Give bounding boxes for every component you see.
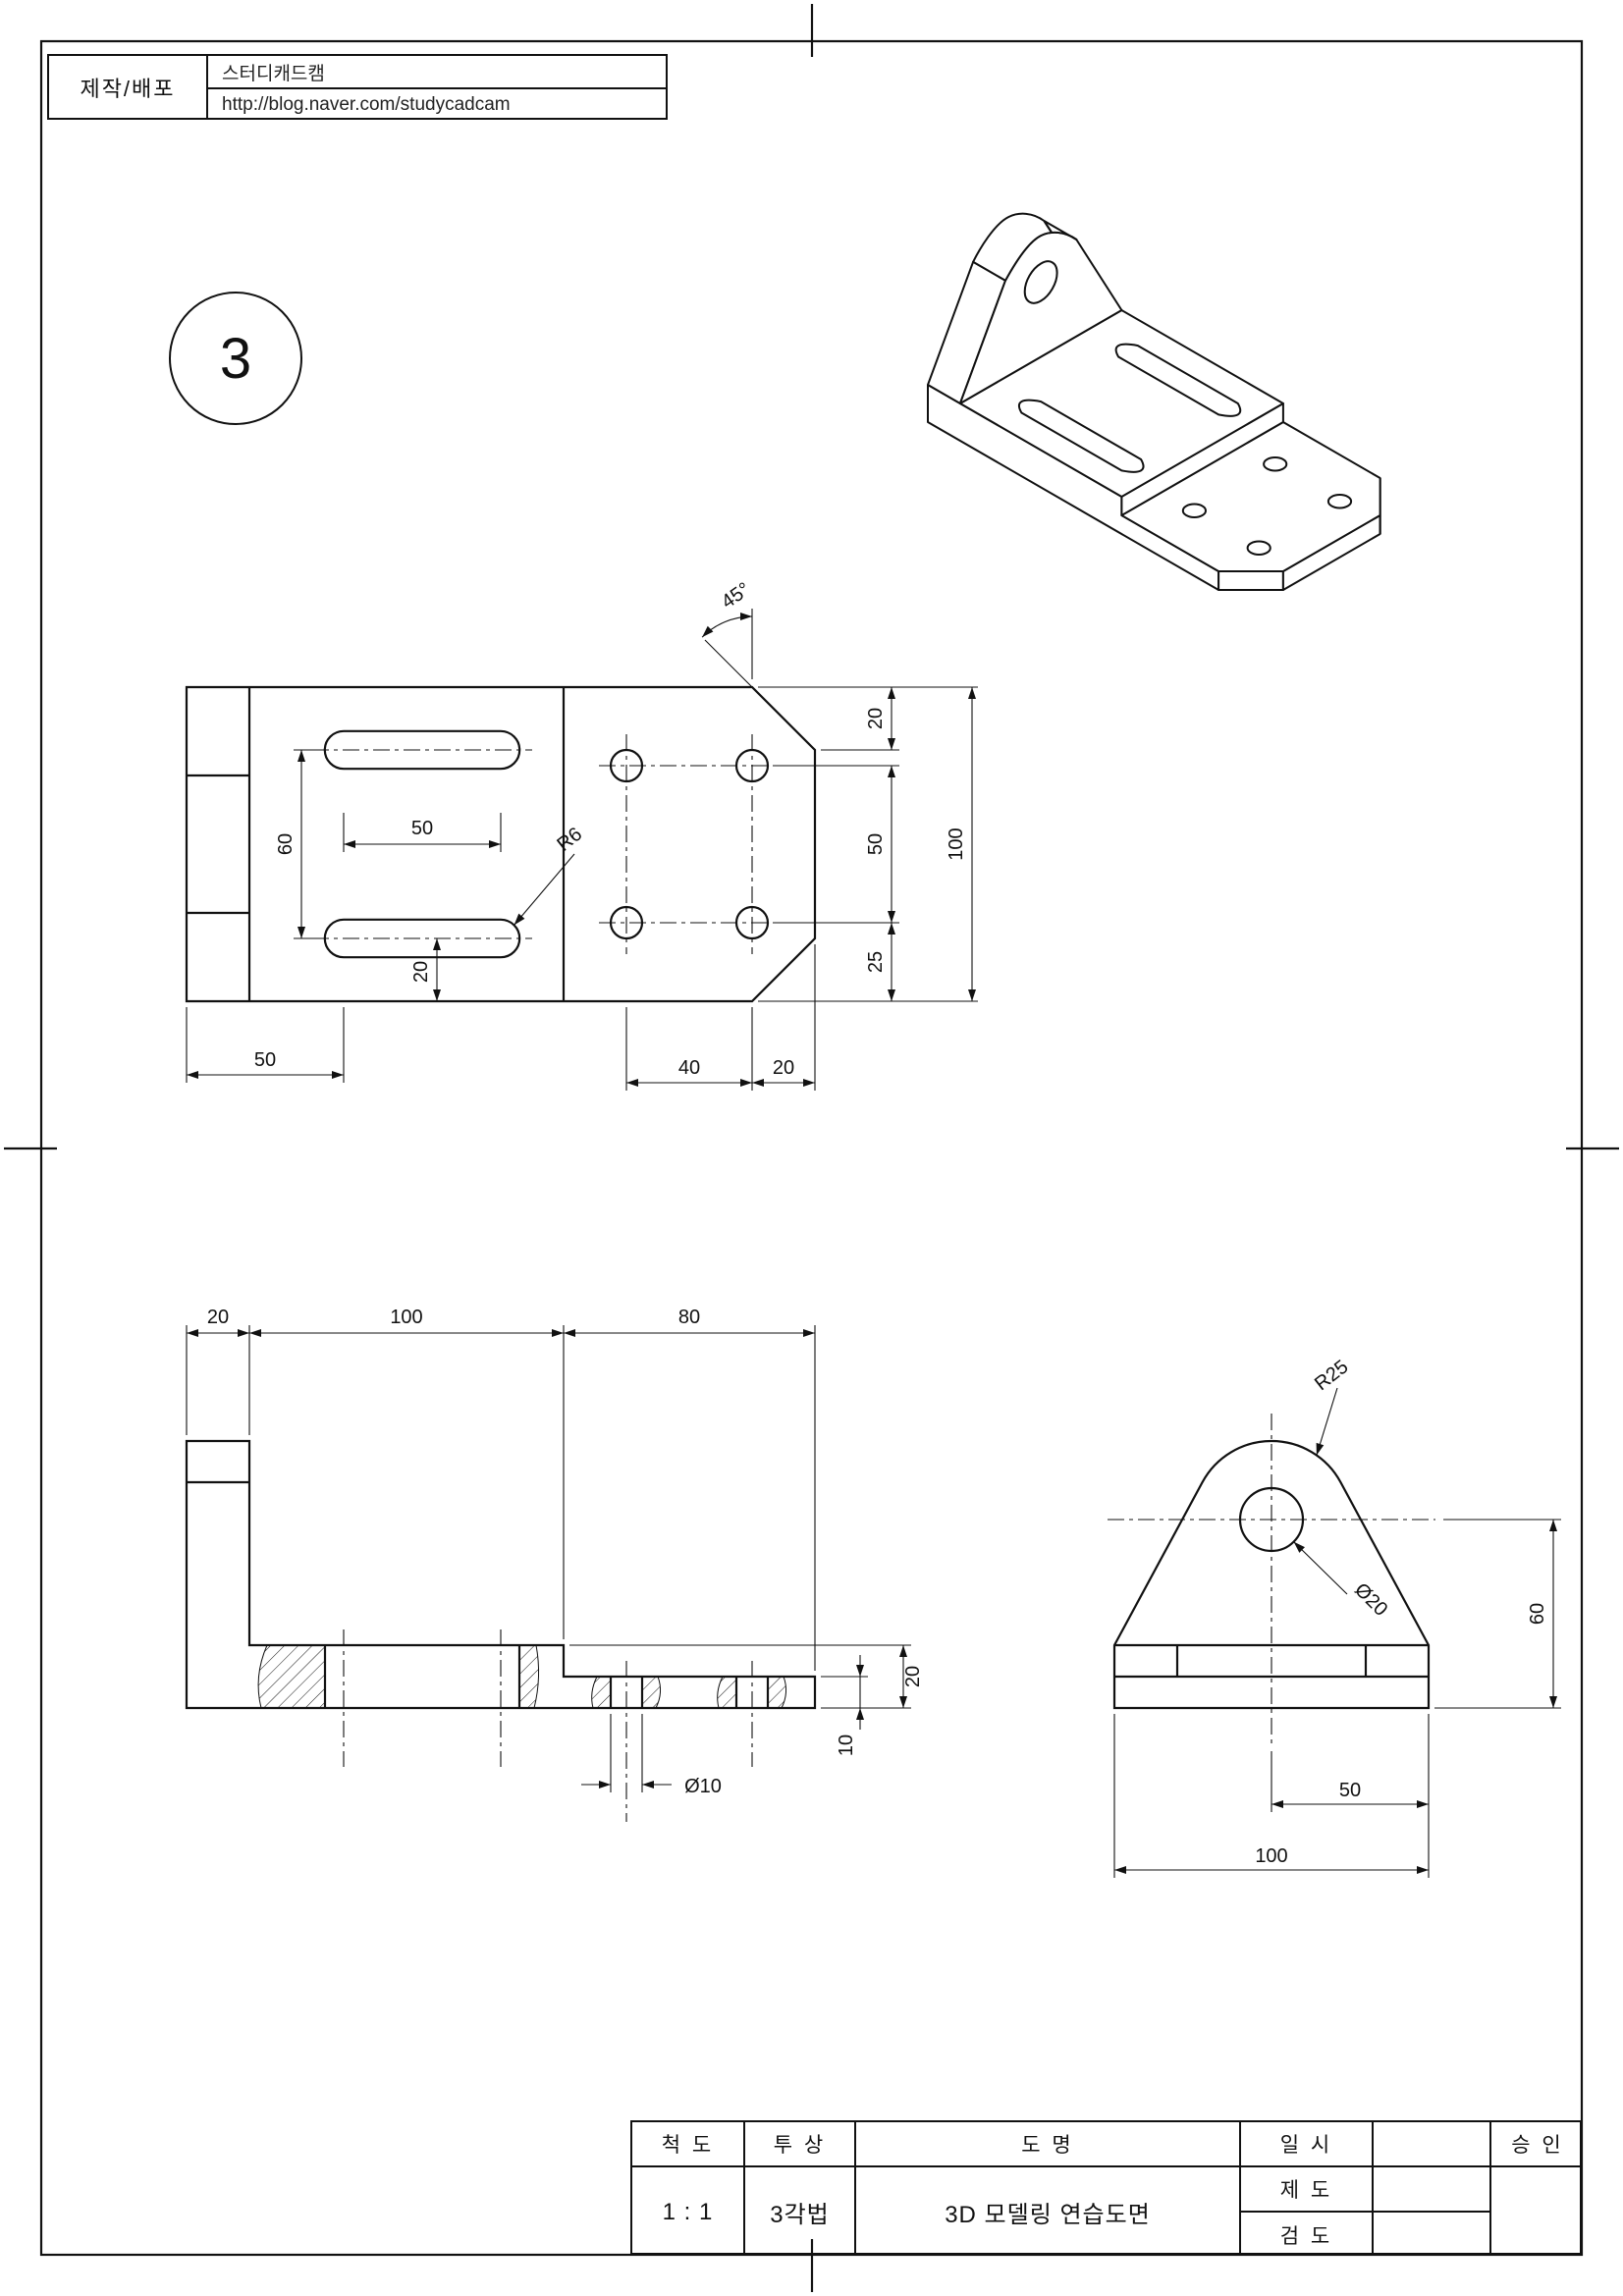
- tb-name-value: 3D 모델링 연습도면: [945, 2202, 1151, 2228]
- dim-top-slotlen: 50: [411, 818, 433, 839]
- dim-top-chamfer: 20: [865, 708, 887, 729]
- dim-side-width: 100: [1255, 1845, 1287, 1867]
- iso-silhouette-edge: [1043, 220, 1054, 235]
- top-view-centerlines: [312, 734, 780, 954]
- dim-side-radius: R25: [1311, 1356, 1352, 1395]
- front-view-outline: [185, 1439, 817, 1710]
- front-view: 20 100 80 20 10 Ø10: [185, 1307, 924, 1822]
- dim-top-slotradius: R6: [553, 824, 586, 856]
- iso-wall-hole: [1023, 260, 1058, 304]
- iso-chamfer-face: [1217, 570, 1284, 591]
- iso-slot-1: [1017, 399, 1145, 473]
- header-divider-v: [206, 56, 208, 118]
- header-box: 제작/배포 스터디캐드캠 http://blog.naver.com/study…: [47, 54, 668, 120]
- sheet-number-badge: 3: [169, 292, 302, 425]
- tb-vline-1: [743, 2122, 745, 2253]
- tb-draft-label: 제 도: [1279, 2179, 1333, 2202]
- dim-top-holeedge: 20: [773, 1057, 794, 1079]
- header-label: 제작/배포: [80, 76, 176, 101]
- tb-projection-value: 3각법: [770, 2202, 830, 2228]
- tb-date-value: [1374, 2122, 1489, 2165]
- side-view-outline: [1112, 1439, 1431, 1710]
- iso-slot-2: [1114, 343, 1242, 417]
- tb-check-label: 검 도: [1279, 2224, 1333, 2248]
- tb-vline-2: [854, 2122, 856, 2253]
- front-view-dimensions: 20 100 80 20 10 Ø10: [186, 1307, 924, 1797]
- tb-hline-1: [632, 2165, 1580, 2167]
- tb-name-label: 도 명: [1021, 2134, 1074, 2157]
- side-view: R25 Ø20 60 50 100: [1108, 1356, 1561, 1878]
- top-view: 45° 20 50 25 100 60 50 20 50 40 20 R6: [185, 578, 978, 1091]
- iso-hole-4: [1326, 494, 1353, 509]
- dim-top-rowbottom: 25: [865, 951, 887, 973]
- sheet-frame: [4, 4, 1619, 2292]
- iso-hole-3: [1263, 456, 1288, 472]
- iso-hole-2: [1246, 540, 1271, 556]
- tb-approve-value: [1491, 2167, 1584, 2257]
- dim-front-holed: Ø10: [684, 1776, 722, 1797]
- tb-check-value: [1374, 2213, 1489, 2257]
- dim-side-height: 60: [1527, 1603, 1548, 1625]
- dim-side-holed: Ø20: [1350, 1579, 1391, 1621]
- side-view-dimensions: R25 Ø20 60 50 100: [1113, 1356, 1561, 1878]
- dim-side-half: 50: [1339, 1780, 1361, 1801]
- tb-hline-2: [1239, 2211, 1489, 2213]
- dim-top-overall: 100: [946, 828, 967, 860]
- dim-front-exth: 10: [836, 1735, 857, 1756]
- dim-front-wall: 20: [207, 1307, 229, 1328]
- front-view-centerlines: [343, 1629, 753, 1822]
- tb-vline-5: [1489, 2122, 1491, 2253]
- iso-hole-1: [1181, 503, 1208, 518]
- tb-projection-label: 투 상: [773, 2134, 827, 2157]
- dim-front-baseh: 20: [902, 1666, 924, 1687]
- dim-top-slotspan: 60: [275, 833, 297, 855]
- header-url[interactable]: http://blog.naver.com/studycadcam: [222, 93, 511, 115]
- tb-scale-label: 척 도: [661, 2134, 715, 2157]
- iso-view: [927, 212, 1381, 591]
- tb-approve-label: 승 인: [1511, 2134, 1564, 2157]
- title-block: 척 도 투 상 도 명 일 시 승 인 제 도 검 도 1 : 1 3각법 3D…: [630, 2120, 1582, 2255]
- tb-draft-value: [1374, 2167, 1489, 2211]
- tb-date-label: 일 시: [1279, 2134, 1333, 2157]
- tb-vline-4: [1372, 2122, 1374, 2253]
- dim-top-angle: 45°: [718, 578, 754, 613]
- tb-vline-3: [1239, 2122, 1241, 2253]
- side-view-centerlines: [1108, 1414, 1435, 1745]
- dim-top-slotbottom: 20: [410, 961, 432, 983]
- slot-1-outline: [323, 729, 521, 771]
- tb-scale-value: 1 : 1: [662, 2198, 714, 2225]
- header-divider-h: [208, 87, 668, 89]
- slot-2-outline: [323, 918, 521, 959]
- top-view-dimensions: 45° 20 50 25 100 60 50 20 50 40 20 R6: [186, 578, 978, 1091]
- dim-front-base: 100: [390, 1307, 422, 1328]
- dim-top-rowspan: 50: [865, 833, 887, 855]
- dim-top-holespan: 40: [678, 1057, 700, 1079]
- front-view-hatching: [257, 1644, 787, 1709]
- dim-front-ext: 80: [678, 1307, 700, 1328]
- dim-top-leftlen: 50: [254, 1049, 276, 1071]
- header-brand: 스터디캐드캠: [222, 64, 325, 84]
